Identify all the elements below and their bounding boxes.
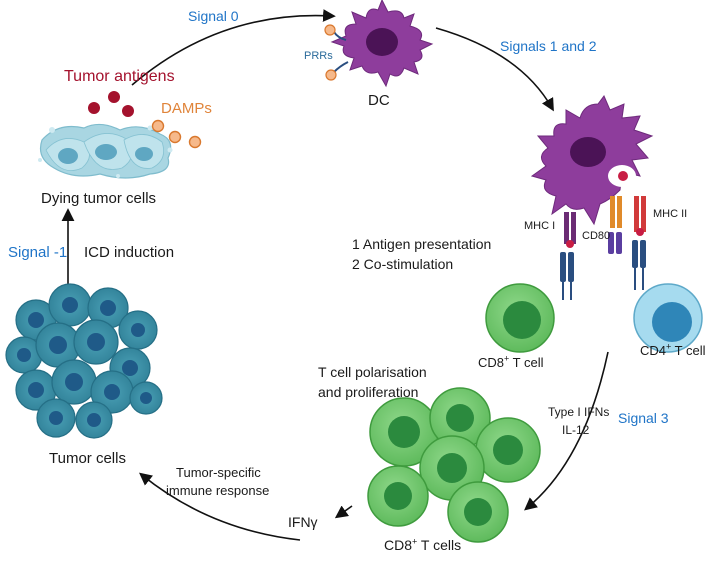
cd4-prefix: CD4 [640, 343, 667, 358]
ifng-label: IFNγ [288, 514, 318, 530]
co-stimulation-label: 2 Co-stimulation [352, 256, 454, 272]
type-i-ifns-label: Type I IFNs [548, 405, 610, 419]
cd8s-prefix: CD8 [384, 537, 413, 553]
il-12-label: IL-12 [562, 423, 590, 437]
icd-induction-label: ICD induction [84, 244, 175, 261]
antigen-dot [88, 102, 100, 114]
arrow-ifng [334, 505, 353, 519]
arrow-signals-1-2 [435, 27, 554, 112]
cd4-t-cell-label: CD4+ T cell [640, 342, 705, 359]
arrow-signal-3 [524, 351, 609, 511]
tumor-specific-line-2: immune response [166, 483, 270, 498]
antigen-dot [108, 91, 120, 103]
cd4-t-cell [633, 283, 703, 353]
polarisation-line-1: T cell polarisation [318, 364, 427, 380]
cd8-t-cell [485, 283, 555, 353]
cycle-arrows [61, 9, 609, 541]
polarisation-line-2: and proliferation [318, 384, 419, 400]
arrow-signal-0 [131, 9, 336, 86]
tumor-cells-label: Tumor cells [49, 450, 126, 467]
signal-minus-1-label: Signal -1 [8, 244, 68, 261]
dying-tumor-cells-label: Dying tumor cells [41, 190, 157, 207]
dying-tumor-cells-illustration [38, 123, 173, 179]
damp-dot [168, 130, 182, 144]
signal-3-label: Signal 3 [618, 410, 669, 426]
cd8-prefix: CD8 [478, 355, 505, 370]
damp-dot [151, 119, 165, 133]
cd8-t-cells-label: CD8+ T cells [384, 537, 461, 554]
antigen-presentation-label: 1 Antigen presentation [352, 236, 492, 252]
damps-label: DAMPs [161, 100, 212, 117]
damp-particles [151, 119, 202, 149]
mhc-ii-tcr-complex [632, 196, 646, 290]
prrs-label: PRRs [304, 50, 333, 62]
cd4-suffix: T cell [671, 343, 706, 358]
cd8-t-cell-label: CD8+ T cell [478, 354, 543, 371]
cd4-sup: + [666, 341, 672, 352]
proliferating-cd8-t-cells [367, 387, 541, 543]
cd8-suffix: T cell [509, 355, 544, 370]
cd8s-suffix: T cells [417, 537, 462, 553]
arrow-immune-response [139, 472, 301, 541]
tumor-cells-cluster [5, 283, 163, 439]
tumor-specific-line-1: Tumor-specific [176, 465, 261, 480]
tumor-antigens-label: Tumor antigens [64, 68, 175, 85]
cd80-label: CD80 [582, 230, 611, 242]
cd80-cd28-complex [608, 196, 622, 254]
antigen-dot [122, 105, 134, 117]
cd8s-sup: + [412, 536, 418, 547]
tumor-antigen-particles [88, 91, 134, 117]
signal-0-label: Signal 0 [188, 8, 239, 24]
signals-1-2-label: Signals 1 and 2 [500, 38, 597, 54]
damp-dot [188, 135, 202, 149]
dendritic-cell-immature [324, 0, 434, 88]
mhc-ii-label: MHC II [653, 208, 688, 220]
dendritic-cell-mature [530, 95, 654, 226]
cd8-sup: + [504, 353, 510, 364]
mhc-i-label: MHC I [524, 220, 556, 232]
dc-label: DC [368, 92, 390, 109]
mhc-i-tcr-complex [560, 212, 576, 300]
